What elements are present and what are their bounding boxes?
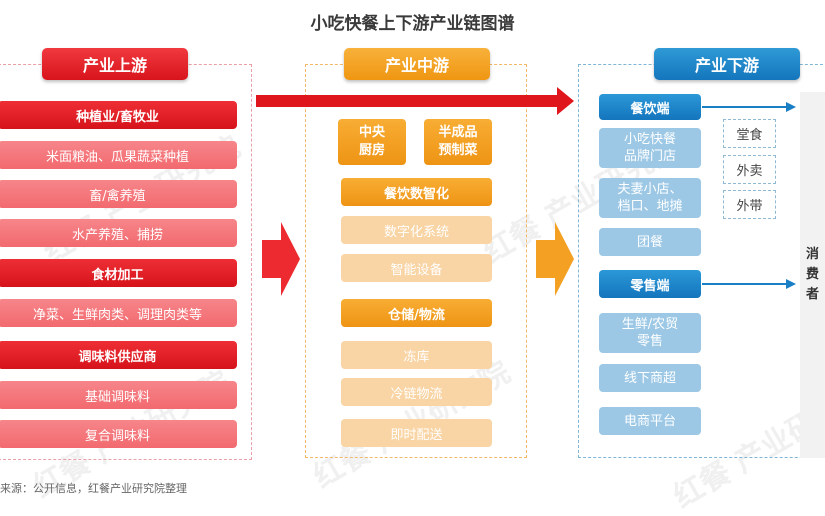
retail-to-consumer-arrowhead (786, 279, 796, 289)
midstream-item-digital-system: 数字化系统 (341, 216, 492, 244)
downstream-header: 产业下游 (654, 48, 800, 80)
upstream-item-aquaculture: 水产养殖、捕捞 (0, 219, 237, 247)
midstream-item-instant-delivery: 即时配送 (341, 419, 492, 447)
midstream-to-downstream-arrow (536, 222, 574, 296)
midstream-central-kitchen: 中央 厨房 (338, 119, 406, 165)
midstream-category-logistics: 仓储/物流 (341, 299, 492, 327)
upstream-header: 产业上游 (42, 48, 188, 80)
midstream-item-cold-storage: 冻库 (341, 341, 492, 369)
source-note: 来源：公开信息，红餐产业研究院整理 (0, 482, 187, 495)
channel-dine-in: 堂食 (723, 119, 776, 148)
downstream-item-group-meals: 团餐 (599, 228, 701, 256)
downstream-item-supermarket: 线下商超 (599, 364, 701, 392)
upstream-to-midstream-arrow (262, 222, 300, 296)
upstream-item-processed-food: 净菜、生鲜肉类、调理肉类等 (0, 299, 237, 327)
page-title: 小吃快餐上下游产业链图谱 (310, 13, 515, 34)
upstream-item-compound-seasoning: 复合调味料 (0, 420, 237, 448)
downstream-category-catering: 餐饮端 (599, 94, 701, 120)
upstream-category-seasoning: 调味料供应商 (0, 341, 237, 369)
downstream-item-ecommerce: 电商平台 (599, 407, 701, 435)
channel-takeaway: 外带 (723, 190, 776, 219)
midstream-item-smart-devices: 智能设备 (341, 254, 492, 282)
upstream-item-crops: 米面粮油、瓜果蔬菜种植 (0, 141, 237, 169)
midstream-item-cold-chain: 冷链物流 (341, 378, 492, 406)
upstream-to-downstream-arrow (256, 87, 574, 115)
downstream-category-retail: 零售端 (599, 270, 701, 298)
downstream-item-small-shops: 夫妻小店、 档口、地摊 (599, 178, 701, 218)
upstream-category-processing: 食材加工 (0, 259, 237, 287)
downstream-item-brand-stores: 小吃快餐 品牌门店 (599, 128, 701, 168)
consumer-box: 消 费 者 (800, 92, 825, 458)
upstream-category-farming: 种植业/畜牧业 (0, 101, 237, 129)
upstream-item-livestock: 畜/禽养殖 (0, 180, 237, 208)
midstream-prepared-dishes: 半成品 预制菜 (424, 119, 492, 165)
channel-takeout: 外卖 (723, 155, 776, 184)
midstream-category-digital: 餐饮数智化 (341, 178, 492, 206)
midstream-header: 产业中游 (344, 48, 490, 80)
catering-to-consumer-arrowhead (786, 102, 796, 112)
upstream-item-basic-seasoning: 基础调味料 (0, 381, 237, 409)
downstream-item-fresh-market: 生鲜/农贸 零售 (599, 313, 701, 353)
